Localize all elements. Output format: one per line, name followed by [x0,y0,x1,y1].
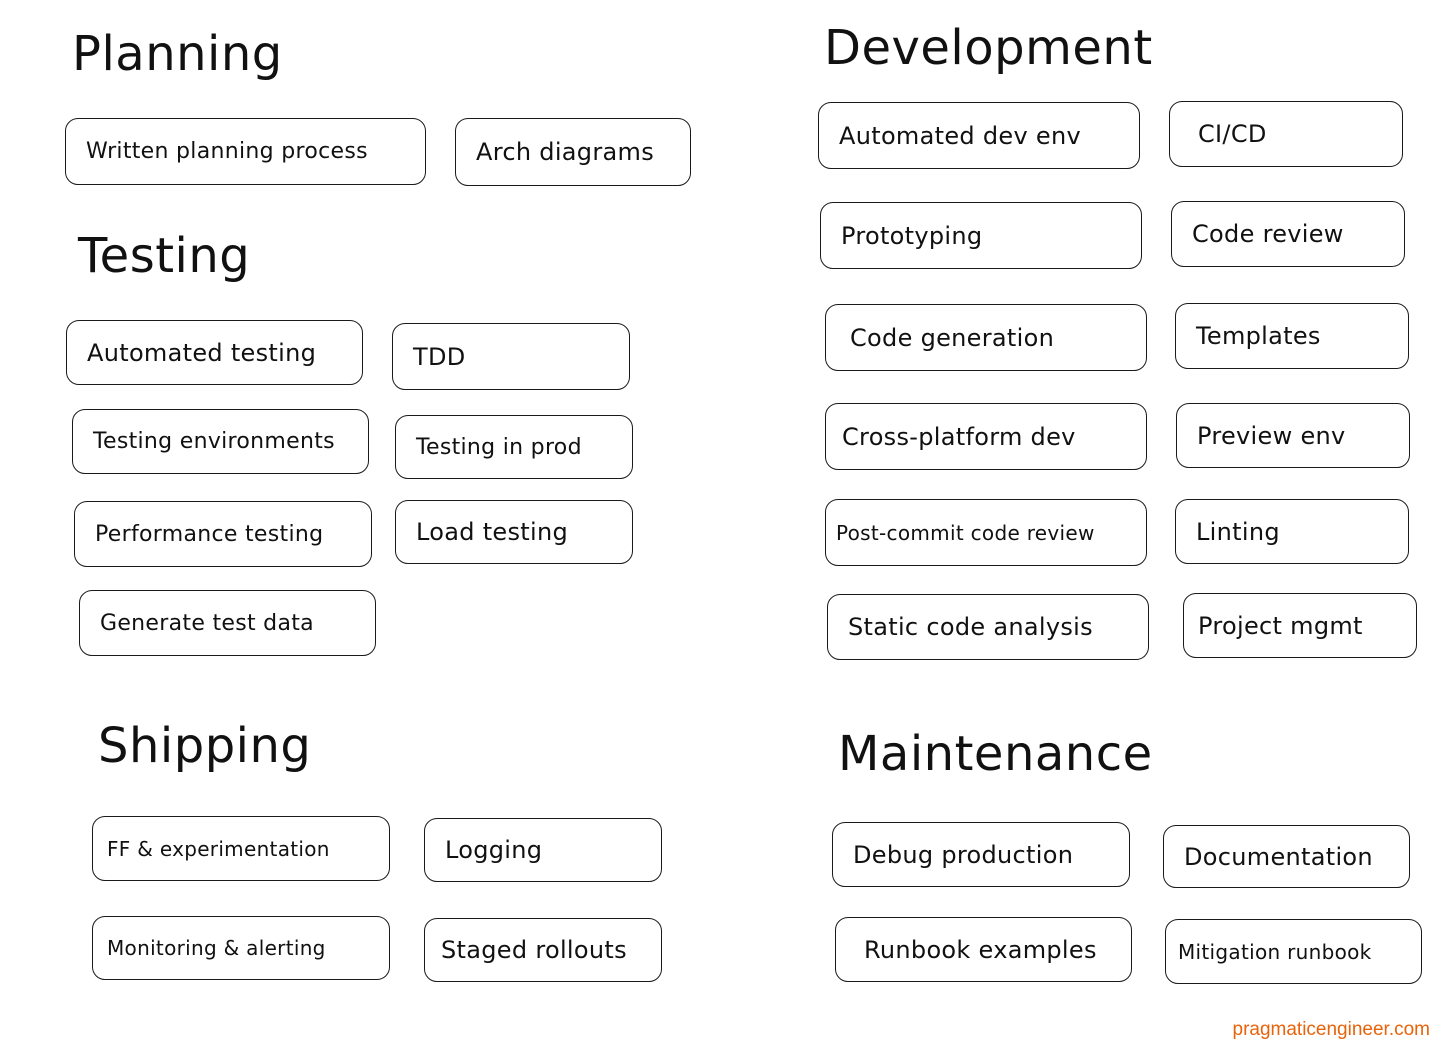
watermark: pragmaticengineer.com [1232,1019,1431,1040]
item-label: Project mgmt [1198,611,1363,640]
item-templates: Templates [1175,303,1409,369]
item-label: Code generation [850,323,1055,352]
item-label: Arch diagrams [476,138,654,166]
item-generate-test-data: Generate test data [79,590,376,656]
item-label: Monitoring & alerting [107,936,326,960]
item-label: Runbook examples [864,935,1097,964]
item-label: Post-commit code review [836,520,1095,545]
item-automated-testing: Automated testing [66,320,363,385]
item-ci-cd: CI/CD [1169,101,1403,167]
item-linting: Linting [1175,499,1409,564]
item-label: Preview env [1197,421,1346,450]
item-staged-rollouts: Staged rollouts [424,918,662,982]
item-runbook-examples: Runbook examples [835,917,1132,982]
item-code-generation: Code generation [825,304,1147,371]
item-monitoring-alerting: Monitoring & alerting [92,916,390,980]
item-label: Written planning process [86,139,368,164]
item-label: Cross-platform dev [842,422,1076,451]
item-code-review: Code review [1171,201,1405,267]
item-label: FF & experimentation [107,836,330,861]
section-title-testing: Testing [78,228,251,284]
item-testing-environments: Testing environments [72,409,369,474]
item-automated-dev-env: Automated dev env [818,102,1140,169]
item-performance-testing: Performance testing [74,501,372,567]
item-post-commit-code-review: Post-commit code review [825,499,1147,566]
item-prototyping: Prototyping [820,202,1142,269]
item-label: Debug production [853,840,1074,869]
item-label: Logging [445,836,543,864]
section-title-planning: Planning [72,26,283,82]
item-label: Static code analysis [848,613,1093,641]
item-label: CI/CD [1198,120,1267,148]
item-label: Generate test data [100,610,314,636]
item-label: Staged rollouts [441,936,627,964]
item-label: Code review [1192,220,1344,248]
item-written-planning-process: Written planning process [65,118,426,185]
item-logging: Logging [424,818,662,882]
item-static-code-analysis: Static code analysis [827,594,1149,660]
item-preview-env: Preview env [1176,403,1410,468]
section-title-shipping: Shipping [98,718,312,774]
section-title-maintenance: Maintenance [838,726,1153,782]
section-title-development: Development [824,20,1153,76]
item-project-mgmt: Project mgmt [1183,593,1417,658]
item-documentation: Documentation [1163,825,1410,888]
item-label: Testing environments [93,429,335,454]
item-label: Documentation [1184,842,1373,871]
item-label: TDD [413,342,466,371]
item-label: Performance testing [95,521,324,547]
item-label: Linting [1196,517,1280,546]
item-label: Testing in prod [416,434,582,460]
item-cross-platform-dev: Cross-platform dev [825,403,1147,470]
item-arch-diagrams: Arch diagrams [455,118,691,186]
item-label: Mitigation runbook [1178,939,1372,964]
item-load-testing: Load testing [395,500,633,564]
item-label: Templates [1196,322,1321,350]
item-label: Load testing [416,518,569,546]
item-testing-in-prod: Testing in prod [395,415,633,479]
item-tdd: TDD [392,323,630,390]
item-label: Prototyping [841,221,983,250]
item-mitigation-runbook: Mitigation runbook [1165,919,1422,984]
item-label: Automated testing [87,338,317,367]
item-ff-experimentation: FF & experimentation [92,816,390,881]
item-debug-production: Debug production [832,822,1130,887]
item-label: Automated dev env [839,121,1081,150]
